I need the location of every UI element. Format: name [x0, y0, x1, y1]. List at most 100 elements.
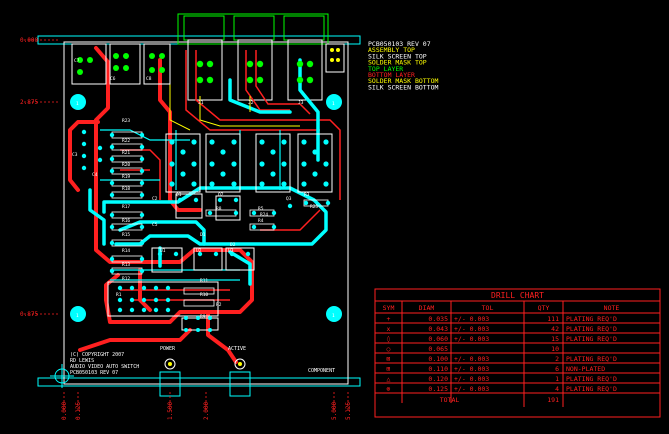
- drill-chart-cell-note: PLATING REQ'D: [566, 325, 617, 333]
- drill-chart-cell-qty: 42: [551, 325, 559, 333]
- legend-item: SILK SCREEN BOTTOM: [368, 83, 439, 91]
- ref-designator: R16: [122, 218, 130, 224]
- drill-chart-cell-qty: 10: [551, 345, 559, 353]
- drill-chart-column-header: SYM: [383, 304, 395, 312]
- drill-chart-cell-tol: +/- 0.003: [454, 355, 489, 363]
- drill-chart-cell-sym: ⊞: [387, 365, 391, 373]
- drill-chart-cell-qty: 15: [551, 335, 559, 343]
- legend-item: BOTTOM LAYER: [368, 71, 415, 79]
- drill-chart-cell-tol: +/- 0.003: [454, 375, 489, 383]
- ref-designator: R24: [260, 212, 268, 218]
- dim-bottom-0: 0.000: [61, 402, 68, 420]
- drill-chart-cell-qty: 6: [555, 365, 559, 373]
- drill-chart-cell-tol: +/- 0.003: [454, 315, 489, 323]
- legend-item: SOLDER MASK TOP: [368, 59, 427, 67]
- dimension-markers: [24, 39, 349, 412]
- drill-chart-cell-diam: 0.125: [428, 385, 448, 393]
- ref-designator: R1: [116, 292, 122, 298]
- ref-designator: J1: [198, 100, 204, 106]
- copyright-line-2: RD LEWIS: [70, 358, 94, 364]
- ref-designator: R23: [122, 118, 130, 124]
- dim-left-2: 0.000: [20, 37, 38, 44]
- top-layer-traces: [88, 58, 328, 286]
- drill-chart-cell-diam: 0.110: [428, 365, 448, 373]
- drill-chart-cell-sym: △: [387, 375, 391, 383]
- drill-chart-column-header: TOL: [482, 304, 494, 312]
- ref-designator: Q3: [286, 196, 292, 202]
- drill-chart-cell-tol: +/- 0.003: [454, 335, 489, 343]
- ref-designator: R15: [122, 232, 130, 238]
- mounting-holes: 1 1 1 1: [70, 94, 342, 322]
- ref-designator: D2: [230, 242, 236, 248]
- component-label: COMPONENT: [308, 368, 335, 374]
- ref-designator: R17: [122, 204, 130, 210]
- drill-chart-cell-note: PLATING REQ'D: [566, 375, 617, 383]
- ref-designator: C3: [72, 152, 78, 158]
- ref-designator: R19: [122, 174, 130, 180]
- ref-designator: J2: [248, 100, 254, 106]
- ref-designator: U2: [196, 248, 202, 254]
- ref-designator: R2: [216, 302, 222, 308]
- ref-designator: R25: [310, 204, 318, 210]
- ref-designator: C7: [74, 58, 80, 64]
- dim-bottom-1: 0.125: [75, 402, 82, 420]
- legend-item: SILK SCREEN TOP: [368, 52, 427, 60]
- ref-designator: Q1: [176, 192, 182, 198]
- ref-designator: Q2: [218, 192, 224, 198]
- dim-bottom-2: 1.500: [167, 402, 174, 420]
- legend-item: ASSEMBLY TOP: [368, 46, 415, 54]
- drill-chart-cell-sym: ○: [387, 345, 391, 353]
- ref-designator: R18: [122, 186, 130, 192]
- drill-chart-cell-sym: x: [387, 325, 391, 333]
- bottom-layer-traces: [68, 46, 254, 364]
- drill-chart-title: DRILL CHART: [491, 291, 544, 300]
- ref-designator: C2: [152, 196, 158, 202]
- ref-designator: R9: [200, 314, 206, 320]
- drill-chart-column-header: NOTE: [604, 304, 620, 312]
- drill-chart-cell-qty: 111: [547, 315, 559, 323]
- drill-chart-cell-tol: +/- 0.003: [454, 325, 489, 333]
- ref-designator: R4: [258, 218, 264, 224]
- ref-designator: R21: [122, 150, 130, 156]
- pads: [77, 48, 340, 366]
- ref-designator: R14: [122, 248, 130, 254]
- copyright-line-4: PCB050103 REV 07: [70, 370, 118, 376]
- dim-left-1: 0.875: [20, 311, 38, 318]
- legend-item: SOLDER MASK BOTTOM: [368, 77, 439, 85]
- legend-item: PCB050103 REV 07: [368, 40, 431, 48]
- drill-chart-cell-diam: 0.065: [428, 345, 448, 353]
- drill-chart-cell-note: PLATING REQ'D: [566, 355, 617, 363]
- dim-bottom-4: 5.000: [331, 402, 338, 420]
- drill-chart-cell-note: PLATING REQ'D: [566, 315, 617, 323]
- ref-designator: C4: [92, 172, 98, 178]
- drill-chart-cell-sym: ⊗: [387, 385, 391, 393]
- drill-chart-total-qty: 191: [547, 396, 559, 404]
- drill-chart-cell-note: NON-PLATED: [566, 365, 605, 373]
- drill-chart-cell-diam: 0.035: [428, 315, 448, 323]
- legend-item: TOP LAYER: [368, 65, 403, 73]
- svg-text:1: 1: [76, 313, 79, 319]
- drill-chart-cell-diam: 0.043: [428, 325, 448, 333]
- dim-bottom-5: 5.125: [345, 402, 352, 420]
- bottom-rail: [37, 377, 361, 387]
- origin-crosshair: [50, 364, 74, 388]
- drill-chart-column-header: QTY: [538, 304, 550, 312]
- ref-designator: J3: [298, 100, 304, 106]
- ref-designator: R12: [122, 276, 130, 282]
- ref-designator: U3: [228, 248, 234, 254]
- ref-designator: R10: [200, 292, 208, 298]
- drill-chart-cell-qty: 4: [555, 385, 559, 393]
- drill-chart-cell-diam: 0.120: [428, 375, 448, 383]
- drill-chart-cell-sym: +: [387, 315, 391, 323]
- svg-text:1: 1: [76, 101, 79, 107]
- copyright-line-1: (C) COPYRIGHT 2007: [70, 352, 124, 358]
- drill-chart-cell-sym: ◊: [387, 335, 391, 343]
- svg-text:1: 1: [332, 101, 335, 107]
- ref-designator: R13: [122, 262, 130, 268]
- drill-chart-cell-diam: 0.060: [428, 335, 448, 343]
- drill-chart-cell-tol: +/- 0.003: [454, 365, 489, 373]
- drill-chart-total-label: TOTAL: [440, 396, 460, 404]
